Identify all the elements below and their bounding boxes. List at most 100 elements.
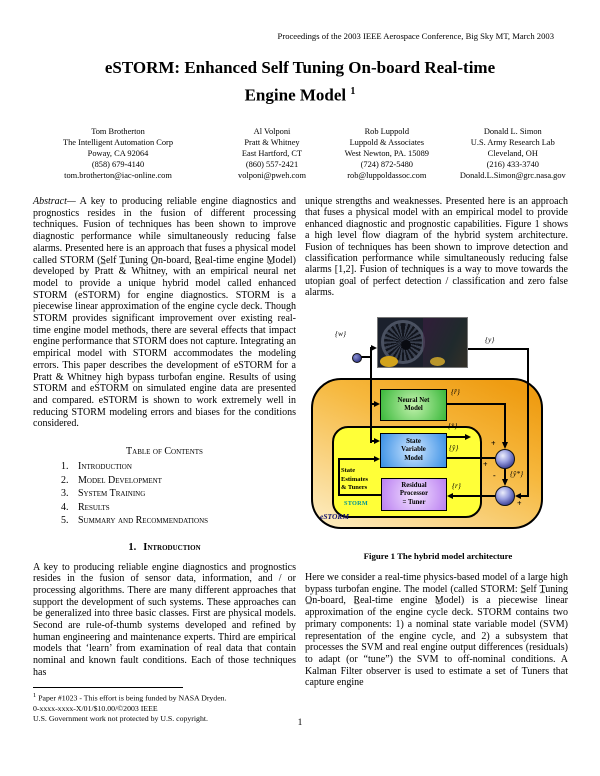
arrowhead-icon xyxy=(374,400,380,407)
connector-line xyxy=(338,494,381,496)
footnote-mark: 1 xyxy=(33,692,37,699)
connector-line xyxy=(370,403,376,405)
toc-item: 4.Results xyxy=(61,501,110,513)
connector-line xyxy=(447,457,495,459)
author-email: rob@luppoldassoc.com xyxy=(347,171,427,180)
connector-line xyxy=(504,403,506,443)
author-3: Rob Luppold Luppold & Associates West Ne… xyxy=(328,126,446,181)
engine-photo xyxy=(377,317,468,368)
author-phone: (858) 679-4140 xyxy=(91,160,145,169)
author-city: Cleveland, OH xyxy=(487,149,538,158)
arrowhead-icon xyxy=(501,479,508,486)
author-name: Al Volponi xyxy=(253,127,291,136)
title-footnote-mark: 1 xyxy=(350,86,356,97)
fan-hub-icon xyxy=(401,340,411,350)
connector-line xyxy=(453,495,495,497)
arrowhead-icon xyxy=(447,492,453,499)
state-variable-model-box: State Variable Model xyxy=(380,433,447,468)
page-number: 1 xyxy=(297,718,303,728)
abstract-text: A key to producing reliable engine diagn… xyxy=(33,196,296,430)
author-email: tom.brotherton@iac-online.com xyxy=(64,171,172,180)
author-city: East Hartford, CT xyxy=(241,149,303,158)
right-column-paragraph-1: unique strengths and weaknesses. Present… xyxy=(305,196,568,299)
toc-item: 1.Introduction xyxy=(61,461,132,473)
arrowhead-icon xyxy=(465,433,471,440)
connector-line xyxy=(447,403,506,405)
arrowhead-icon xyxy=(374,437,380,444)
author-name: Rob Luppold xyxy=(364,127,410,136)
author-phone: (216) 433-3740 xyxy=(486,160,539,169)
author-1: Tom Brotherton The Intelligent Automatio… xyxy=(20,126,216,181)
author-city: West Newton, PA. 15089 xyxy=(344,149,429,158)
author-phone: (860) 557-2421 xyxy=(245,160,299,169)
author-affiliation: Luppold & Associates xyxy=(349,138,425,147)
section-heading-introduction: 1.Introduction xyxy=(128,541,201,553)
x-hat-signal-label: {x̂} xyxy=(448,421,458,430)
author-name: Tom Brotherton xyxy=(91,127,145,136)
arrowhead-icon xyxy=(515,492,521,499)
author-email: volponi@pweh.com xyxy=(238,171,306,180)
author-affiliation: U.S. Army Research Lab xyxy=(470,138,555,147)
right-column-paragraph-2: Here we consider a real-time physics-bas… xyxy=(305,572,568,689)
author-4: Donald L. Simon U.S. Army Research Lab C… xyxy=(446,126,580,181)
footnote-line-2: 0-xxxx-xxxx-X/01/$10.00/©2003 IEEE xyxy=(33,704,158,713)
summing-junction-1 xyxy=(495,449,515,469)
connector-line xyxy=(361,356,371,358)
photo-detail xyxy=(430,357,445,366)
author-phone: (724) 872-5480 xyxy=(360,160,413,169)
summing-junction-2 xyxy=(495,486,515,506)
footnote-line-3: U.S. Government work not protected by U.… xyxy=(33,714,208,724)
toc-list: 1.Introduction 2.Model Development 3.Sys… xyxy=(61,460,296,528)
r-signal-label: {r} xyxy=(452,481,461,490)
footnote-line-1: 1 Paper #1023 - This effort is being fun… xyxy=(33,692,227,703)
toc-item: 2.Model Development xyxy=(61,474,162,486)
connector-line xyxy=(504,469,506,481)
state-estimates-label: State Estimates & Tuners xyxy=(341,467,369,492)
plus-sign: + xyxy=(483,460,488,469)
paper-title-line2: Engine Model xyxy=(244,85,347,105)
connector-line xyxy=(370,347,372,443)
author-city: Poway, CA 92064 xyxy=(87,149,149,158)
arrowhead-icon xyxy=(501,442,508,449)
connector-line xyxy=(338,458,374,460)
footnote: 1 Paper #1023 - This effort is being fun… xyxy=(33,691,296,725)
connector-line xyxy=(447,436,465,438)
neural-net-model-box: Neural Net Model xyxy=(380,389,447,421)
w-signal-label: {w} xyxy=(335,329,347,338)
left-column: Abstract— A key to producing reliable en… xyxy=(33,196,296,679)
y-hat-signal-label: {ŷ} xyxy=(449,443,459,452)
photo-detail xyxy=(380,356,398,367)
w-input-node xyxy=(352,353,362,363)
plus-sign: + xyxy=(491,439,496,448)
estorm-region-label: eSTORM xyxy=(320,512,350,521)
paper-title-line1: eSTORM: Enhanced Self Tuning On-board Re… xyxy=(104,58,496,77)
toc-item: 3.System Training xyxy=(61,488,146,500)
y-signal-label: {y} xyxy=(485,335,495,344)
storm-region-label: STORM xyxy=(344,500,369,507)
connector-line xyxy=(370,440,376,442)
y-star-signal-label: {ŷ*} xyxy=(510,469,524,478)
connector-line xyxy=(527,348,529,497)
abstract-label: Abstract— xyxy=(33,196,76,207)
figure-1-hybrid-model-diagram: Neural Net Model State Variable Model Re… xyxy=(305,316,577,572)
introduction-paragraph: A key to producing reliable engine diagn… xyxy=(33,561,296,678)
toc-item: 5.Summary and Recommendations xyxy=(61,515,209,527)
author-affiliation: Pratt & Whitney xyxy=(244,138,300,147)
abstract-paragraph: Abstract— A key to producing reliable en… xyxy=(33,196,296,430)
connector-line xyxy=(521,495,529,497)
minus-sign: - xyxy=(493,471,496,480)
author-email: Donald.L.Simon@grc.nasa.gov xyxy=(459,171,566,180)
connector-line xyxy=(338,459,340,496)
paper-title: eSTORM: Enhanced Self Tuning On-board Re… xyxy=(0,56,600,108)
author-name: Donald L. Simon xyxy=(483,127,542,136)
toc-heading: Table of Contents xyxy=(126,446,203,458)
author-block: Tom Brotherton The Intelligent Automatio… xyxy=(20,126,580,181)
arrowhead-icon xyxy=(371,344,377,351)
footnote-rule xyxy=(33,687,183,688)
author-2: Al Volponi Pratt & Whitney East Hartford… xyxy=(216,126,328,181)
r-hat-signal-label: {r̂} xyxy=(451,387,460,396)
residual-processor-box: Residual Processor = Tuner xyxy=(381,478,447,511)
arrowhead-icon xyxy=(374,455,380,462)
figure-caption: Figure 1 The hybrid model architecture xyxy=(363,551,513,561)
